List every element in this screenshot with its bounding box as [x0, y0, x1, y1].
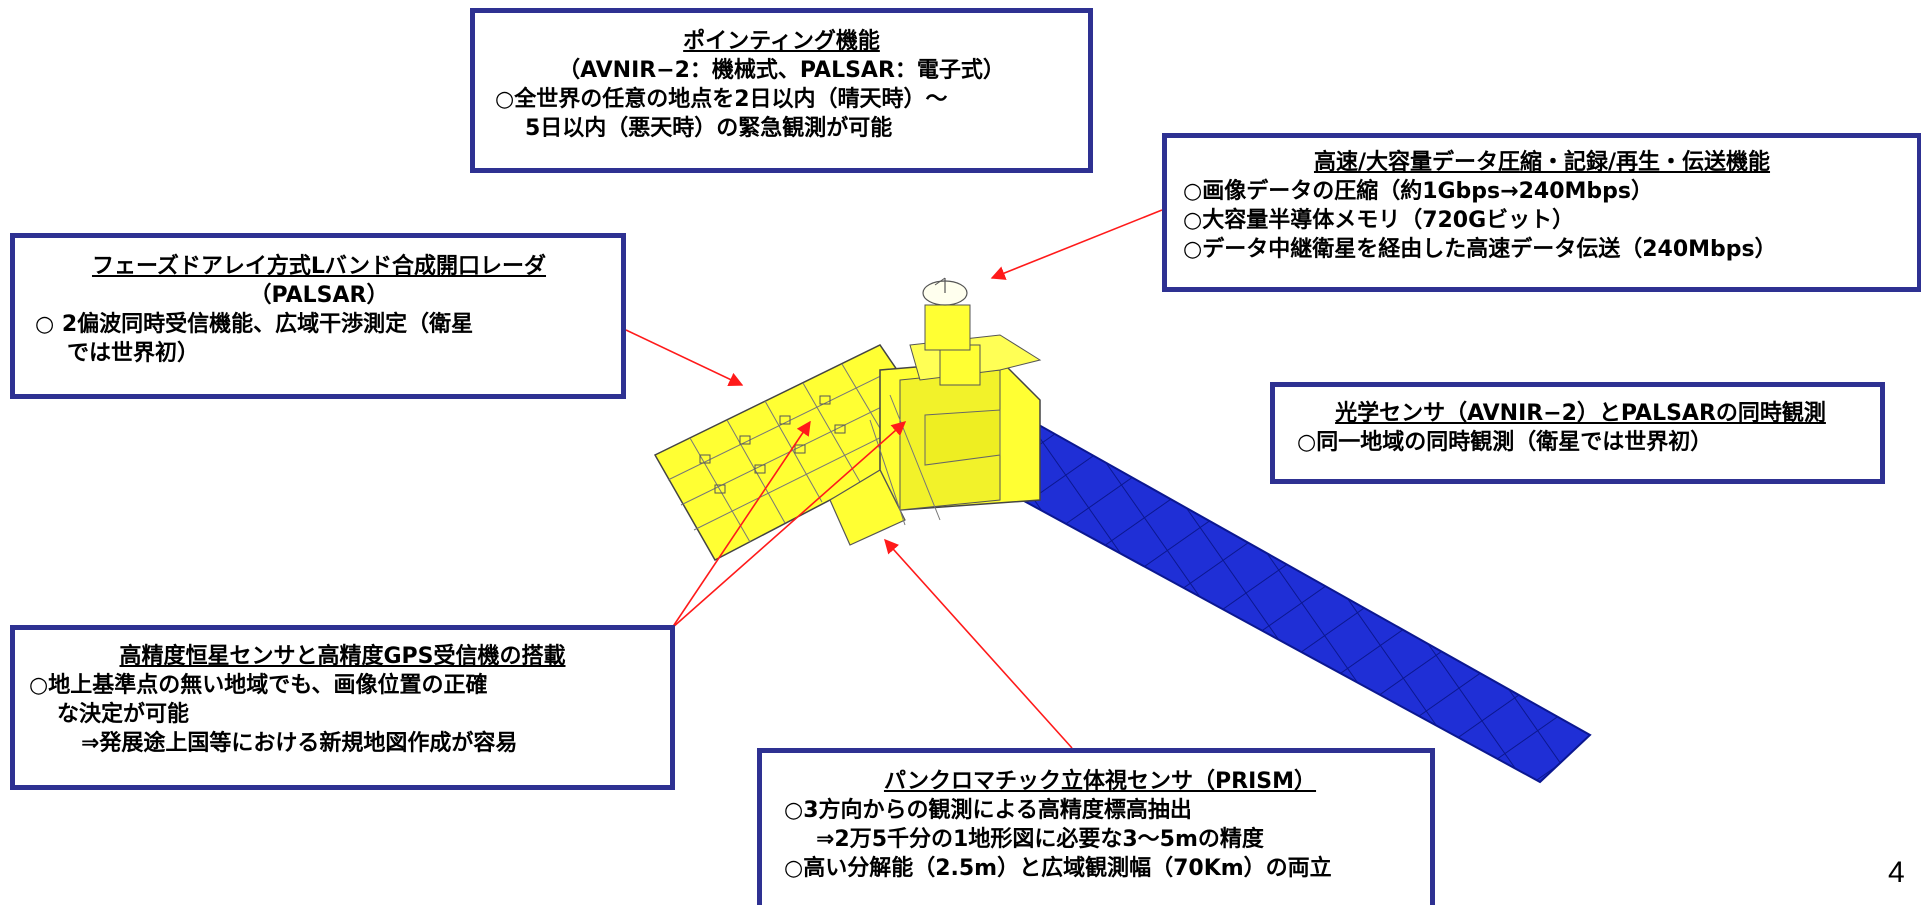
page-number: 4 — [1888, 856, 1905, 889]
palsar-title: フェーズドアレイ方式Lバンド合成開口レーダ — [91, 254, 547, 279]
prism-line: ○高い分解能（2.5m）と広域観測幅（70Km）の両立 — [784, 856, 1332, 882]
palsar-line: ○ 2偏波同時受信機能、広域干渉測定（衛星 — [35, 312, 474, 338]
data-handling-line: ○大容量半導体メモリ（720Gビット） — [1183, 208, 1575, 234]
data-handling-line: ○画像データの圧縮（約1Gbps→240Mbps） — [1183, 179, 1653, 205]
pointing-callout: ポインティング機能 （AVNIR−2：機械式、PALSAR：電子式） ○全世界の… — [470, 8, 1093, 173]
palsar-line: では世界初） — [67, 341, 200, 367]
prism-line: ⇒2万5千分の1地形図に必要な3〜5mの精度 — [816, 827, 1264, 853]
prism-callout: パンクロマチック立体視センサ（PRISM） ○3方向からの観測による高精度標高抽… — [757, 748, 1435, 905]
palsar-callout: フェーズドアレイ方式Lバンド合成開口レーダ （PALSAR） ○ 2偏波同時受信… — [10, 233, 626, 399]
star-sensor-line: ○地上基準点の無い地域でも、画像位置の正確 — [29, 673, 488, 699]
star-sensor-line: な決定が可能 — [57, 702, 190, 728]
pointing-line: 5日以内（悪天時）の緊急観測が可能 — [525, 116, 893, 142]
prism-title: パンクロマチック立体視センサ（PRISM） — [883, 769, 1317, 794]
optical-line: ○同一地域の同時観測（衛星では世界初） — [1297, 430, 1713, 456]
palsar-subtitle: （PALSAR） — [249, 283, 389, 309]
pointer-arrows — [625, 209, 1163, 749]
pointing-line: ○全世界の任意の地点を2日以内（晴天時）〜 — [495, 87, 948, 113]
data-handling-title: 高速/大容量データ圧縮・記録/再生・伝送機能 — [1313, 150, 1771, 175]
data-handling-callout: 高速/大容量データ圧縮・記録/再生・伝送機能 ○画像データの圧縮（約1Gbps→… — [1162, 133, 1921, 292]
satellite-bus — [829, 277, 1042, 546]
pointing-line: （AVNIR−2：機械式、PALSAR：電子式） — [558, 58, 1005, 84]
data-handling-line: ○データ中継衛星を経由した高速データ伝送（240Mbps） — [1183, 237, 1777, 263]
optical-title: 光学センサ（AVNIR−2）とPALSARの同時観測 — [1335, 401, 1826, 426]
star-sensor-callout: 高精度恒星センサと高精度GPS受信機の搭載 ○地上基準点の無い地域でも、画像位置… — [10, 625, 675, 790]
relay-antenna — [922, 277, 971, 351]
optical-callout: 光学センサ（AVNIR−2）とPALSARの同時観測 ○同一地域の同時観測（衛星… — [1270, 382, 1885, 484]
prism-line: ○3方向からの観測による高精度標高抽出 — [784, 798, 1192, 824]
pointing-title: ポインティング機能 — [683, 29, 880, 54]
star-sensor-line: ⇒発展途上国等における新規地図作成が容易 — [81, 731, 518, 757]
star-sensor-title: 高精度恒星センサと高精度GPS受信機の搭載 — [119, 644, 566, 669]
